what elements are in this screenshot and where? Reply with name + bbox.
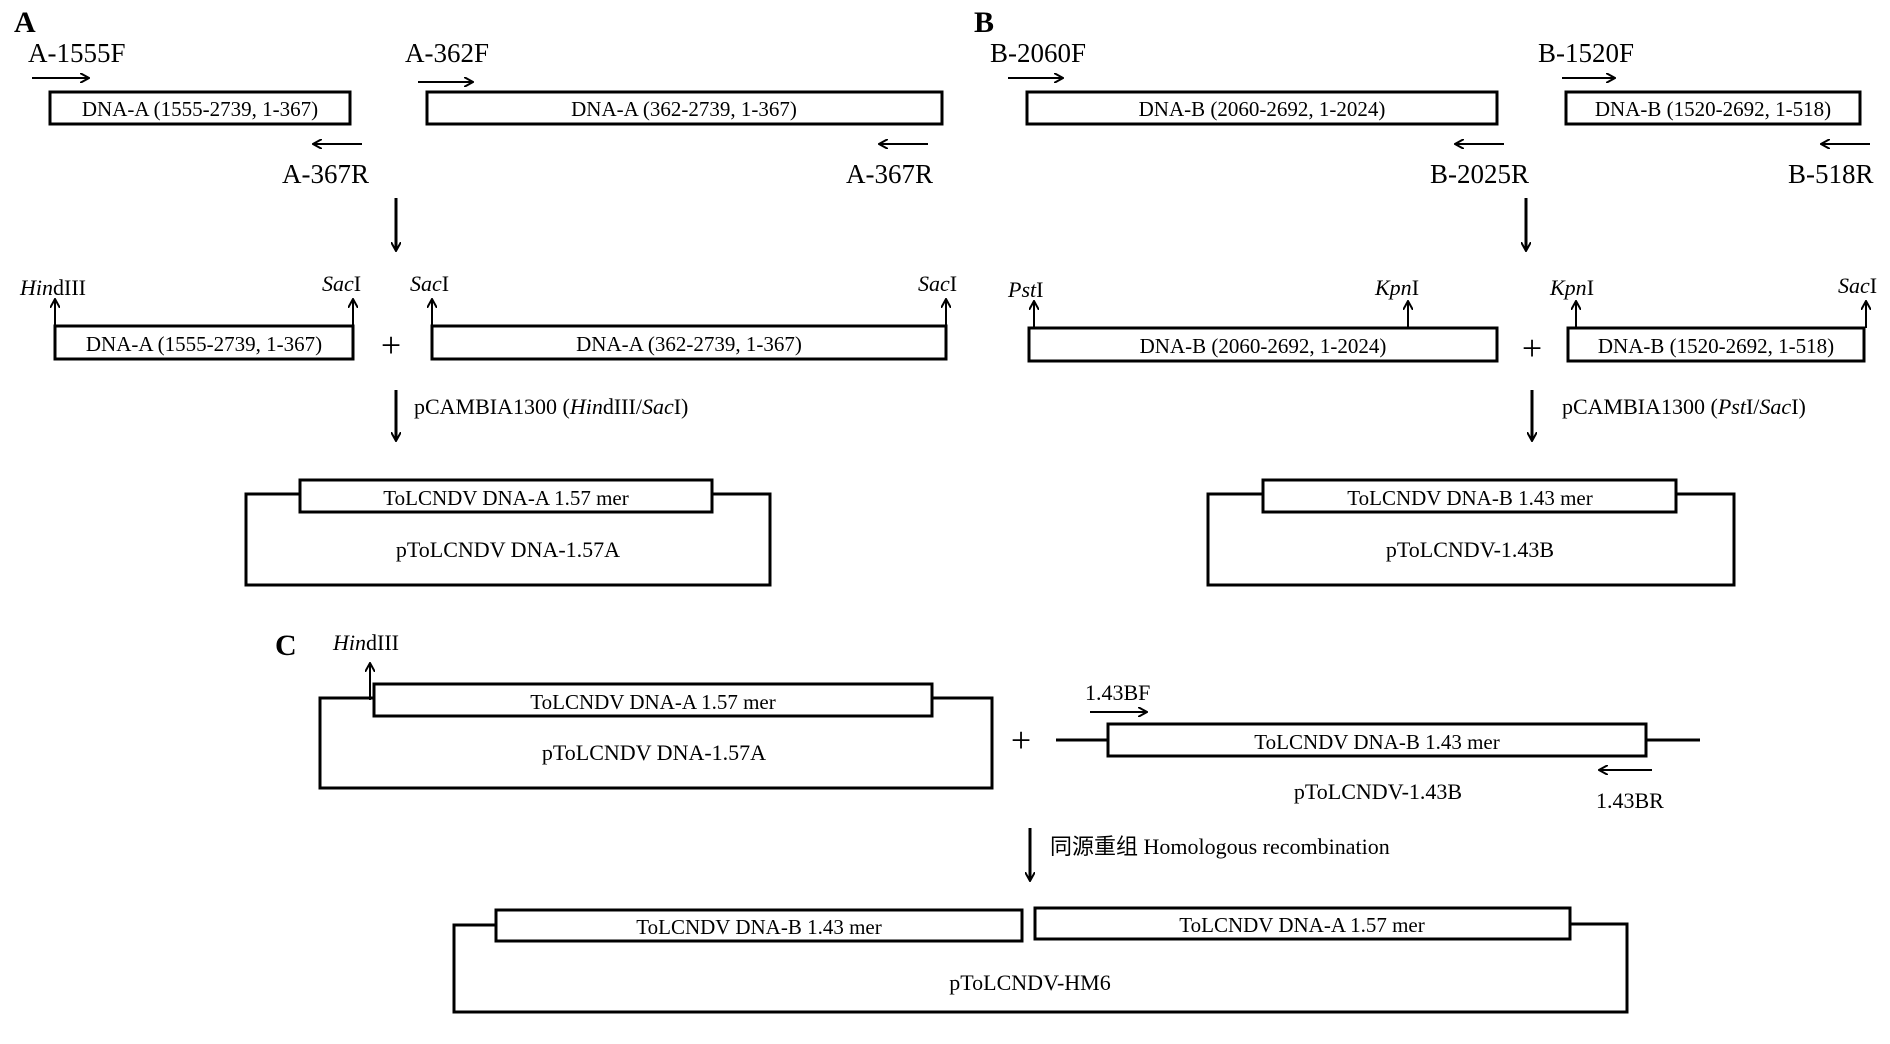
plus-sign: + — [381, 325, 401, 365]
fragment-a-362-digested-label: DNA-A (362-2739, 1-367) — [576, 332, 802, 356]
fragment-a-1555-digested — [53, 324, 355, 361]
site-saci-b: SacI — [1838, 273, 1877, 298]
plus-sign: + — [1522, 328, 1542, 368]
fragment-b-2060-digested-label: DNA-B (2060-2692, 1-2024) — [1140, 334, 1387, 358]
plasmid-b-143-c-label: pToLCNDV-1.43B — [1294, 779, 1462, 804]
site-kpni-2: KpnI — [1549, 275, 1594, 300]
fragment-a-362-label: DNA-A (362-2739, 1-367) — [571, 97, 797, 121]
site-hindiii-c: HindIII — [332, 630, 399, 655]
primer-a-367r-1: A-367R — [282, 159, 369, 189]
fragment-b-1520-digested-label: DNA-B (1520-2692, 1-518) — [1598, 334, 1834, 358]
site-hindiii: HindIII — [19, 275, 86, 300]
site-saci-3: SacI — [918, 271, 957, 296]
site-saci-2: SacI — [410, 271, 449, 296]
insert-a-157-c — [372, 682, 934, 718]
vector-b-label: pCAMBIA1300 (PstI/SacI) — [1562, 394, 1806, 419]
primer-b-518r: B-518R — [1788, 159, 1874, 189]
fragment-b-2060 — [1025, 90, 1499, 126]
site-psti: PstI — [1007, 277, 1043, 302]
insert-a-157 — [298, 478, 714, 514]
panel-a-label: A — [14, 6, 36, 39]
plasmid-backbone — [318, 696, 994, 790]
plus-sign: + — [1011, 720, 1031, 760]
fragment-b-1520-digested — [1566, 326, 1866, 363]
fragment-a-362-digested — [430, 324, 948, 361]
insert-b-143-label: ToLCNDV DNA-B 1.43 mer — [1347, 486, 1592, 510]
insert-a-157-c-label: ToLCNDV DNA-A 1.57 mer — [530, 690, 775, 714]
final-insert-b — [494, 908, 1024, 943]
panel-b-label: B — [974, 6, 994, 39]
primer-a-1555f: A-1555F — [28, 38, 126, 68]
panel-c-label: C — [275, 629, 297, 662]
primer-a-367r-2: A-367R — [846, 159, 933, 189]
insert-b-143 — [1261, 478, 1678, 514]
site-kpni-1: KpnI — [1374, 275, 1419, 300]
final-insert-b-label: ToLCNDV DNA-B 1.43 mer — [636, 915, 881, 939]
plasmid-a-157-label: pToLCNDV DNA-1.57A — [396, 537, 620, 562]
insert-a-157-label: ToLCNDV DNA-A 1.57 mer — [383, 486, 628, 510]
fragment-a-1555-digested-label: DNA-A (1555-2739, 1-367) — [86, 332, 322, 356]
recombination-step-label: 同源重组 Homologous recombination — [1050, 834, 1390, 859]
plasmid-a-157-c-label: pToLCNDV DNA-1.57A — [542, 740, 766, 765]
fragment-a-1555-label: DNA-A (1555-2739, 1-367) — [82, 97, 318, 121]
primer-143br: 1.43BR — [1596, 788, 1664, 813]
final-plasmid-label: pToLCNDV-HM6 — [949, 970, 1110, 995]
plasmid-b-143-label: pToLCNDV-1.43B — [1386, 537, 1554, 562]
primer-143bf: 1.43BF — [1085, 680, 1150, 705]
primer-b-2025r: B-2025R — [1430, 159, 1529, 189]
primer-b-2060f: B-2060F — [990, 38, 1086, 68]
fragment-a-1555 — [48, 90, 352, 126]
fragment-a-362 — [425, 90, 944, 126]
insert-b-143-c-label: ToLCNDV DNA-B 1.43 mer — [1254, 730, 1499, 754]
site-saci-1: SacI — [322, 271, 361, 296]
fragment-b-1520 — [1564, 90, 1862, 126]
primer-a-362f: A-362F — [405, 38, 489, 68]
plasmid-backbone — [244, 492, 772, 587]
vector-a-label: pCAMBIA1300 (HindIII/SacI) — [414, 394, 688, 419]
fragment-b-2060-digested — [1027, 326, 1499, 363]
fragment-b-1520-label: DNA-B (1520-2692, 1-518) — [1595, 97, 1831, 121]
plasmid-backbone — [452, 922, 1629, 1014]
primer-b-1520f: B-1520F — [1538, 38, 1634, 68]
final-insert-a-label: ToLCNDV DNA-A 1.57 mer — [1179, 913, 1424, 937]
fragment-b-2060-label: DNA-B (2060-2692, 1-2024) — [1139, 97, 1386, 121]
final-insert-a — [1033, 906, 1572, 941]
plasmid-backbone — [1206, 492, 1736, 587]
